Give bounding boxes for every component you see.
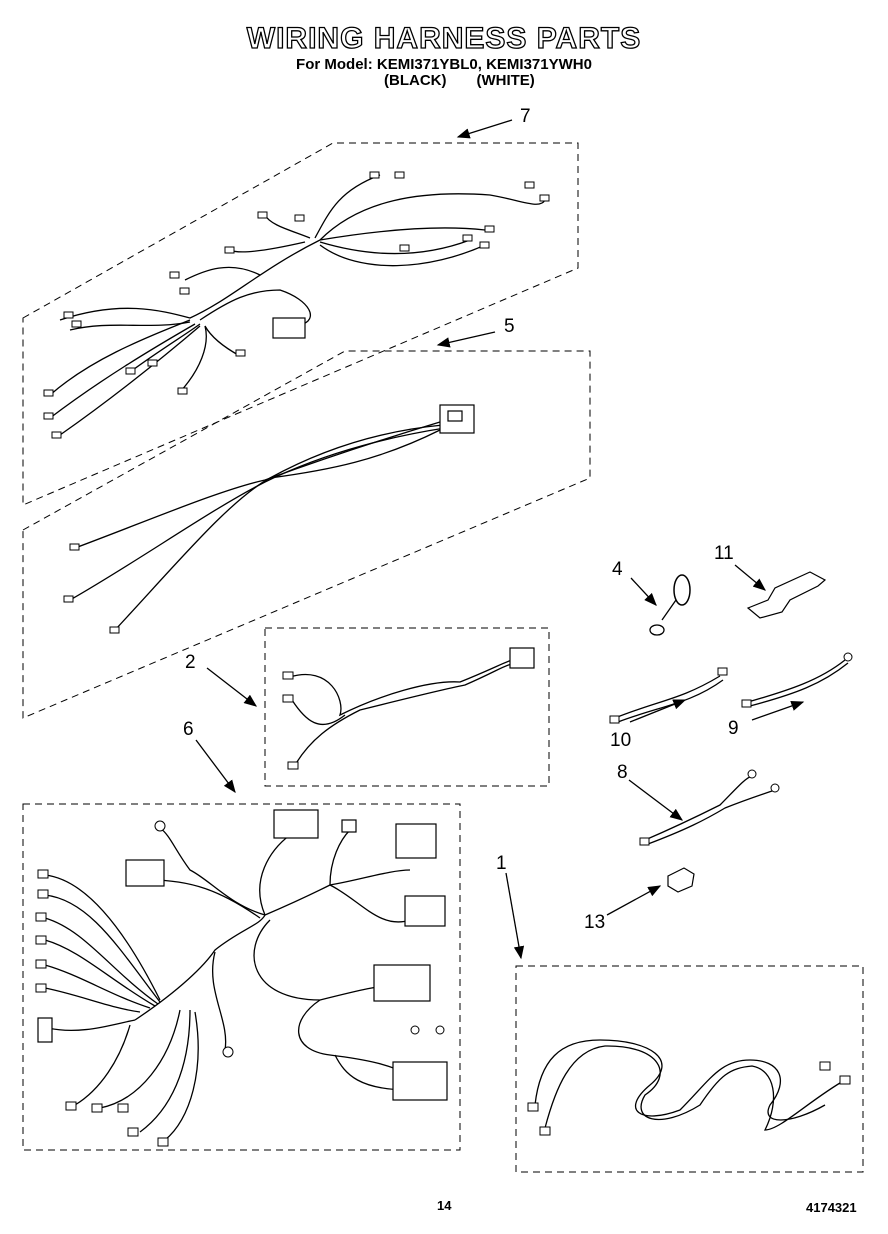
callout-5: 5 bbox=[504, 316, 515, 337]
callout-4: 4 bbox=[612, 559, 623, 580]
part-10-jumper-wire bbox=[609, 667, 728, 724]
leader-arrows bbox=[195, 119, 805, 960]
part-11-bracket bbox=[746, 571, 827, 619]
model-variants: (BLACK) (WHITE) bbox=[384, 72, 535, 89]
page-number: 14 bbox=[437, 1198, 452, 1213]
harness-2 bbox=[264, 627, 550, 787]
harness-7 bbox=[22, 142, 579, 506]
page-title: WIRING HARNESS PARTS bbox=[246, 21, 642, 55]
callout-1: 1 bbox=[496, 853, 507, 874]
callout-6: 6 bbox=[183, 719, 194, 740]
callout-13: 13 bbox=[584, 912, 606, 933]
harness-5 bbox=[22, 350, 591, 719]
part-4-ring-terminal bbox=[649, 574, 691, 636]
part-13-clip bbox=[667, 867, 695, 893]
variant-white: (WHITE) bbox=[476, 72, 535, 89]
callout-2: 2 bbox=[185, 652, 196, 673]
callout-10: 10 bbox=[610, 730, 632, 751]
harness-1 bbox=[515, 965, 864, 1173]
variant-black: (BLACK) bbox=[384, 72, 447, 89]
document-number: 4174321 bbox=[806, 1200, 857, 1215]
callout-7: 7 bbox=[520, 106, 531, 127]
part-9-jumper-wire bbox=[741, 652, 853, 708]
part-8-jumper-harness bbox=[639, 769, 780, 846]
callout-9: 9 bbox=[728, 718, 739, 739]
harness-6 bbox=[22, 803, 461, 1151]
callout-11: 11 bbox=[714, 543, 734, 564]
model-line: For Model: KEMI371YBL0, KEMI371YWH0 bbox=[296, 56, 592, 73]
callout-8: 8 bbox=[617, 762, 628, 783]
